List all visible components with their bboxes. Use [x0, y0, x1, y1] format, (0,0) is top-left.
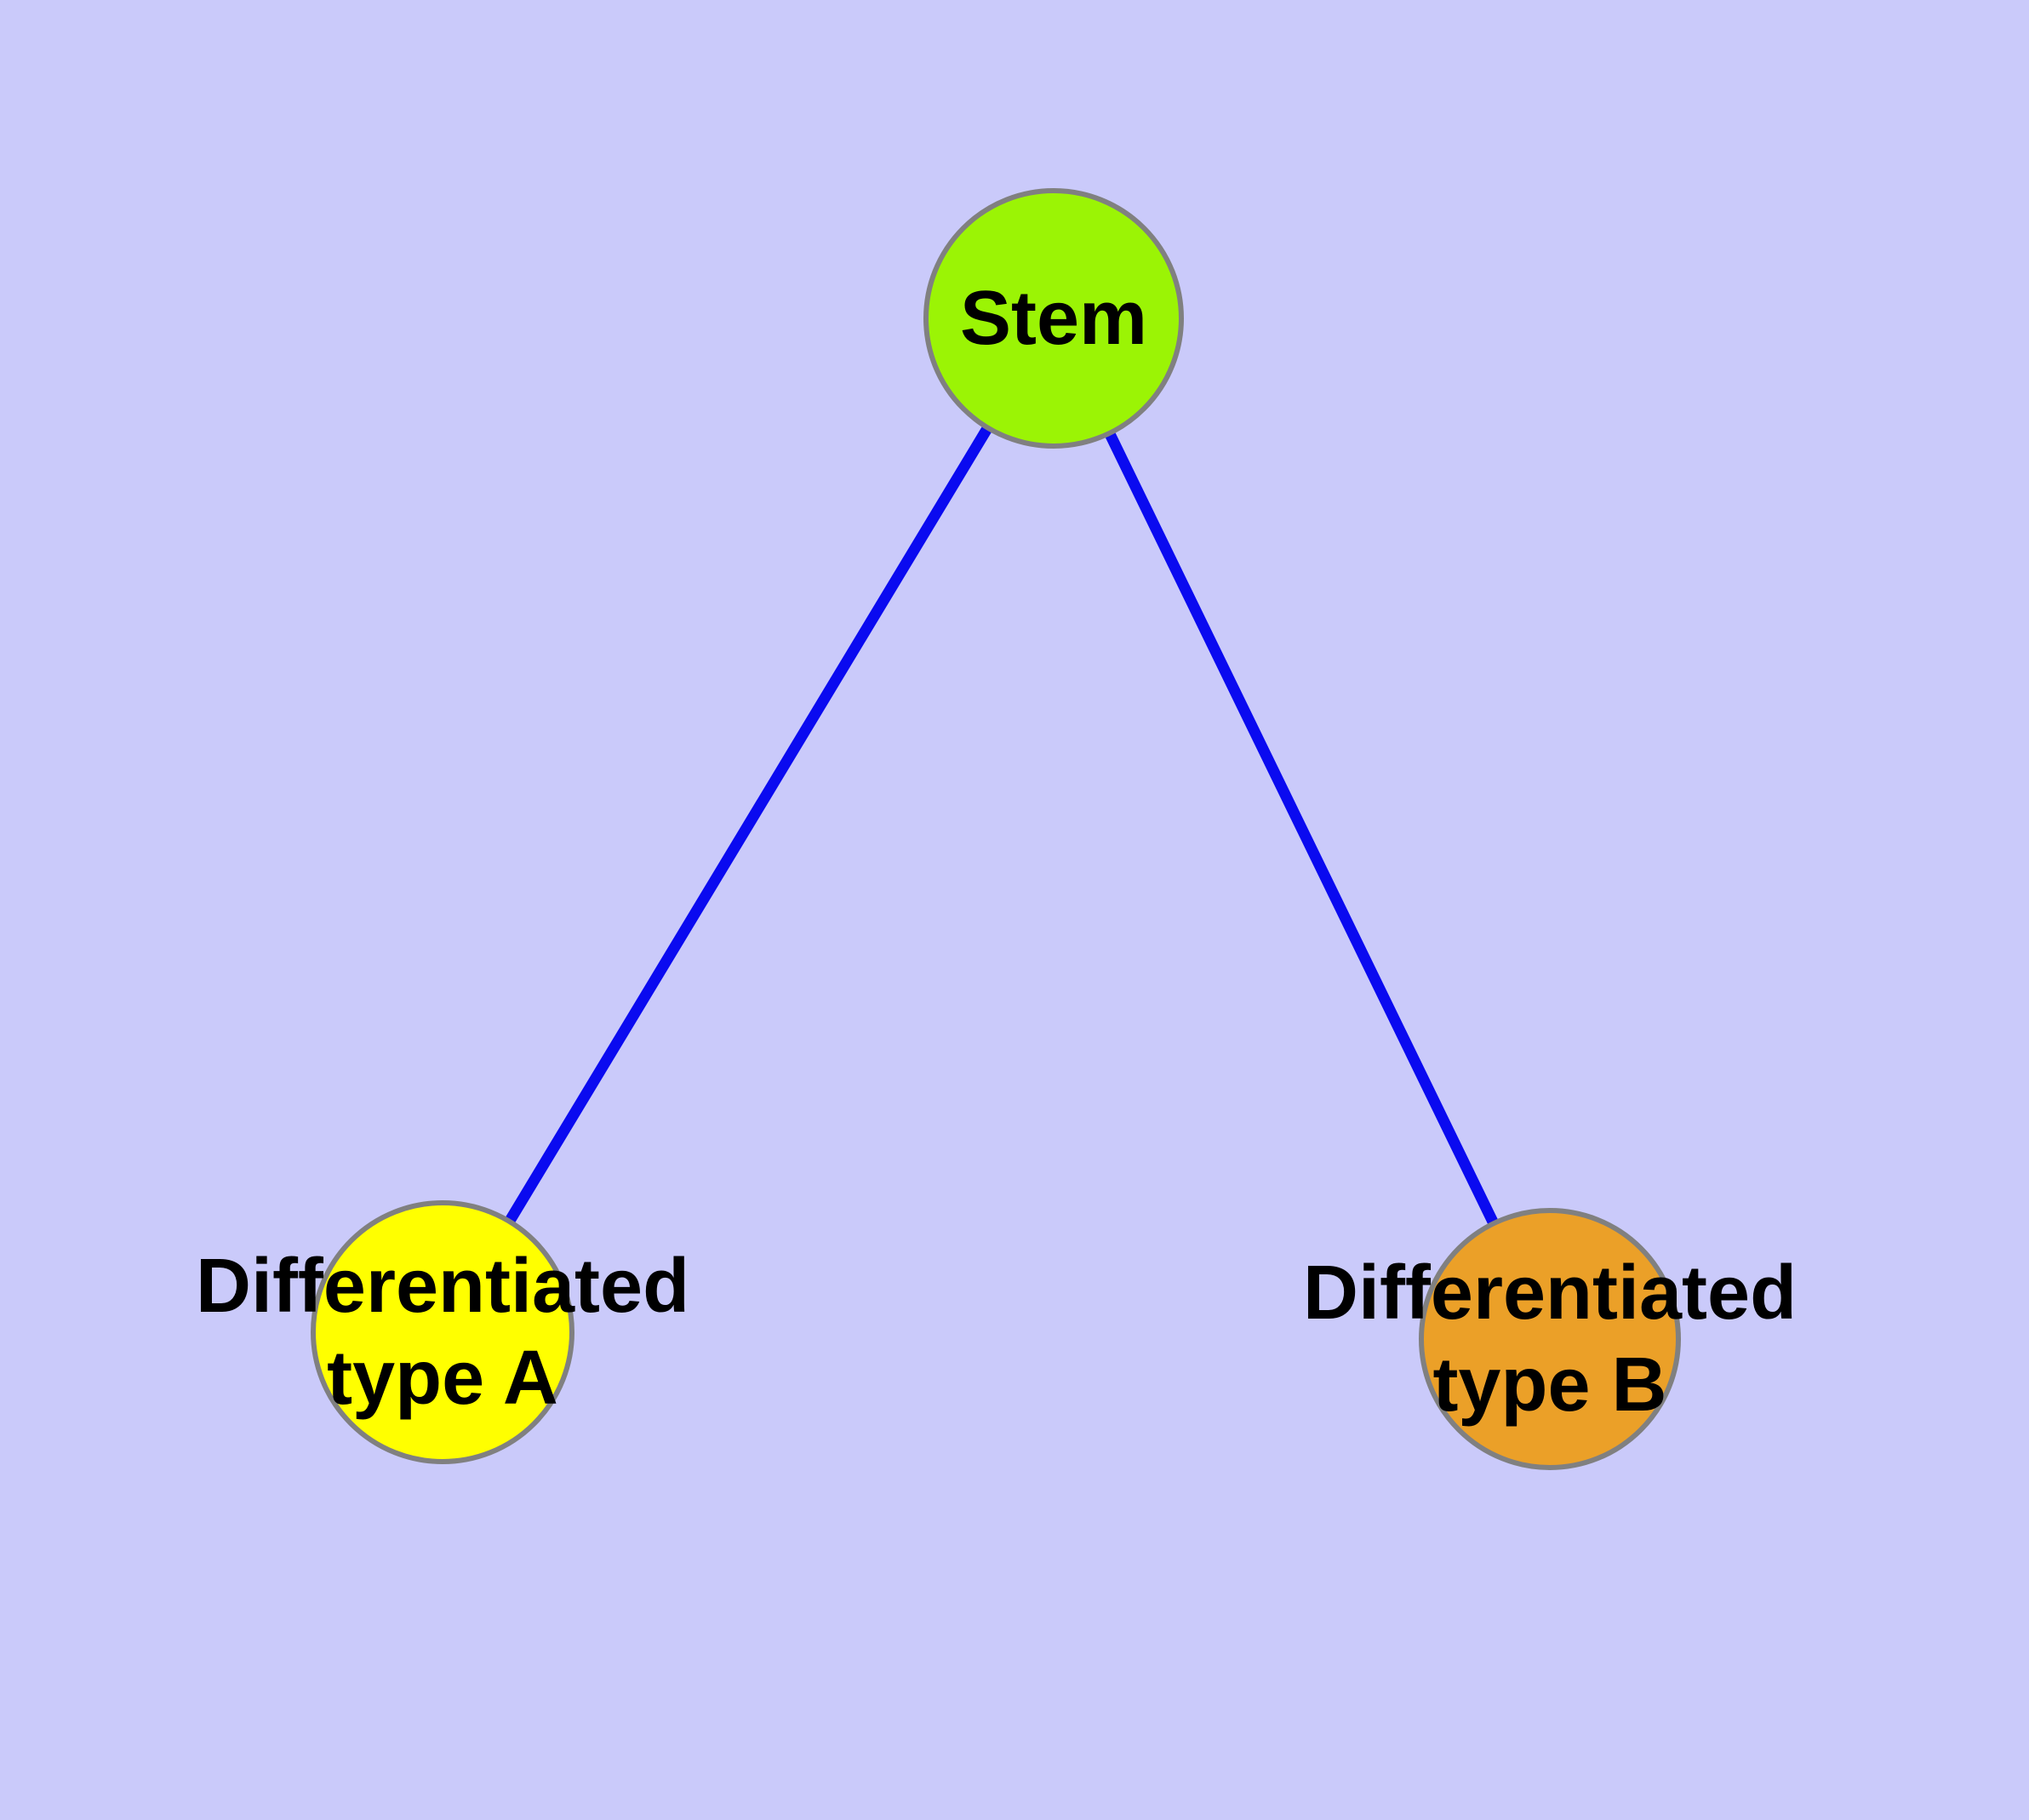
edge-stem-to-type-b — [1049, 316, 1555, 1342]
node-differentiated-type-a — [311, 1200, 574, 1464]
edge-stem-to-type-a — [437, 315, 1059, 1336]
node-stem — [923, 188, 1184, 449]
node-differentiated-type-b — [1419, 1208, 1681, 1470]
